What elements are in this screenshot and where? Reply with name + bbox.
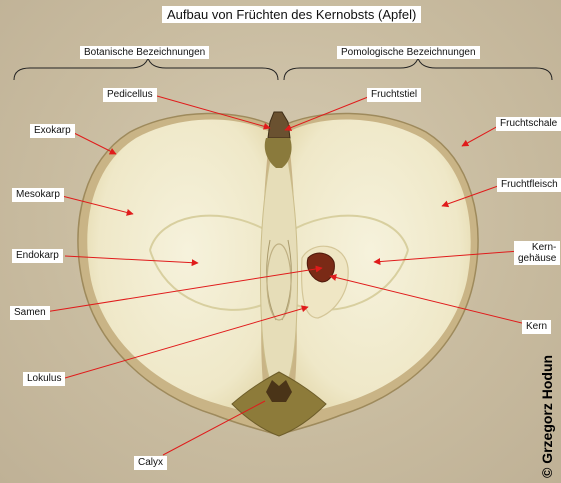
- label-samen: Samen: [10, 306, 50, 320]
- label-fruchtstiel: Fruchtstiel: [367, 88, 421, 102]
- label-endokarp: Endokarp: [12, 249, 63, 263]
- label-kerngehaeuse: Kern- gehäuse: [514, 241, 560, 265]
- label-fruchtfleisch: Fruchtfleisch: [497, 178, 561, 192]
- label-kerngehaeuse-line2: gehäuse: [518, 253, 556, 264]
- apple-flesh-left: [87, 120, 270, 414]
- label-pedicellus: Pedicellus: [103, 88, 157, 102]
- label-mesokarp: Mesokarp: [12, 188, 64, 202]
- label-lokulus: Lokulus: [23, 372, 65, 386]
- diagram-title: Aufbau von Früchten des Kernobsts (Apfel…: [162, 6, 421, 23]
- stem: [268, 112, 290, 138]
- botanical-heading: Botanische Bezeichnungen: [80, 46, 209, 59]
- label-kern: Kern: [522, 320, 551, 334]
- label-calyx: Calyx: [134, 456, 167, 470]
- photo-credit: © Grzegorz Hodun: [539, 355, 555, 478]
- pomological-bracket: [284, 58, 552, 80]
- core-channel: [260, 150, 297, 392]
- label-kerngehaeuse-line1: Kern-: [532, 242, 556, 253]
- pomological-heading: Pomologische Bezeichnungen: [337, 46, 480, 59]
- label-fruchtschale: Fruchtschale: [496, 117, 561, 131]
- botanical-bracket: [14, 58, 278, 80]
- label-exokarp: Exokarp: [30, 124, 75, 138]
